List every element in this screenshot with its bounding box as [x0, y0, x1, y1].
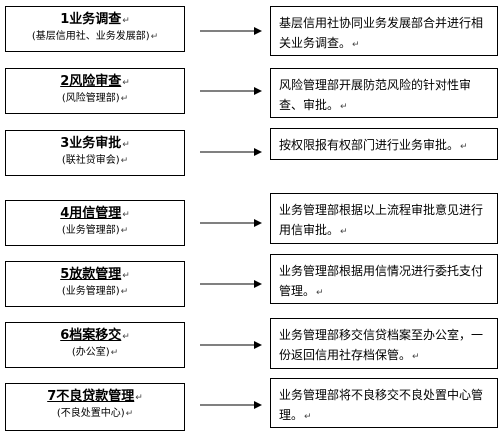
description-box-7: 业务管理部将不良移交不良处置中心管理。↵ [270, 378, 498, 428]
description-text-2: 风险管理部开展防范风险的针对性审查、审批。↵ [279, 78, 472, 112]
arrow-1 [200, 27, 262, 35]
step-title-2: 2风险审查↵ [60, 74, 130, 89]
step-subtitle-5: (业务管理部)↵ [61, 286, 129, 297]
step-subtitle-4: (业务管理部)↵ [61, 225, 129, 236]
description-text-3: 按权限报有权部门进行业务审批。↵ [279, 138, 468, 152]
arrow-2 [200, 87, 262, 95]
step-subtitle-7: (不良处置中心)↵ [56, 408, 134, 419]
description-text-7: 业务管理部将不良移交不良处置中心管理。↵ [279, 388, 484, 422]
step-box-4: 4用信管理↵ (业务管理部)↵ [5, 200, 185, 246]
step-subtitle-1: (基层信用社、业务发展部)↵ [31, 31, 159, 42]
step-subtitle-6: (办公室)↵ [71, 347, 119, 358]
description-text-1: 基层信用社协同业务发展部合并进行相关业务调查。↵ [279, 16, 484, 50]
step-title-1: 1业务调查↵ [60, 12, 130, 27]
step-box-5: 5放款管理↵ (业务管理部)↵ [5, 261, 185, 307]
description-text-4: 业务管理部根据以上流程审批意见进行用信审批。↵ [279, 203, 484, 237]
description-box-5: 业务管理部根据用信情况进行委托支付管理。↵ [270, 254, 498, 304]
step-title-6: 6档案移交↵ [60, 328, 130, 343]
step-box-1: 1业务调查↵ (基层信用社、业务发展部)↵ [5, 6, 185, 52]
arrow-4 [200, 219, 262, 227]
arrow-7 [200, 401, 262, 409]
step-subtitle-3: (联社贷审会)↵ [61, 155, 129, 166]
step-title-3: 3业务审批↵ [60, 136, 130, 151]
step-box-2: 2风险审查↵ (风险管理部)↵ [5, 68, 185, 114]
description-box-1: 基层信用社协同业务发展部合并进行相关业务调查。↵ [270, 6, 498, 56]
step-box-7: 7不良贷款管理↵ (不良处置中心)↵ [5, 383, 185, 431]
arrow-3 [200, 148, 262, 156]
description-box-3: 按权限报有权部门进行业务审批。↵ [270, 128, 498, 160]
description-box-4: 业务管理部根据以上流程审批意见进行用信审批。↵ [270, 193, 498, 244]
arrow-5 [200, 280, 262, 288]
step-title-7: 7不良贷款管理↵ [47, 389, 143, 404]
step-subtitle-2: (风险管理部)↵ [61, 93, 129, 104]
description-text-6: 业务管理部移交信贷档案至办公室，一份返回信用社存档保管。↵ [279, 328, 484, 362]
description-box-2: 风险管理部开展防范风险的针对性审查、审批。↵ [270, 68, 498, 118]
arrow-6 [200, 341, 262, 349]
description-box-6: 业务管理部移交信贷档案至办公室，一份返回信用社存档保管。↵ [270, 318, 498, 369]
step-title-5: 5放款管理↵ [60, 267, 130, 282]
step-box-3: 3业务审批↵ (联社贷审会)↵ [5, 130, 185, 176]
description-text-5: 业务管理部根据用信情况进行委托支付管理。↵ [279, 264, 484, 298]
step-title-4: 4用信管理↵ [60, 206, 130, 221]
step-box-6: 6档案移交↵ (办公室)↵ [5, 322, 185, 368]
